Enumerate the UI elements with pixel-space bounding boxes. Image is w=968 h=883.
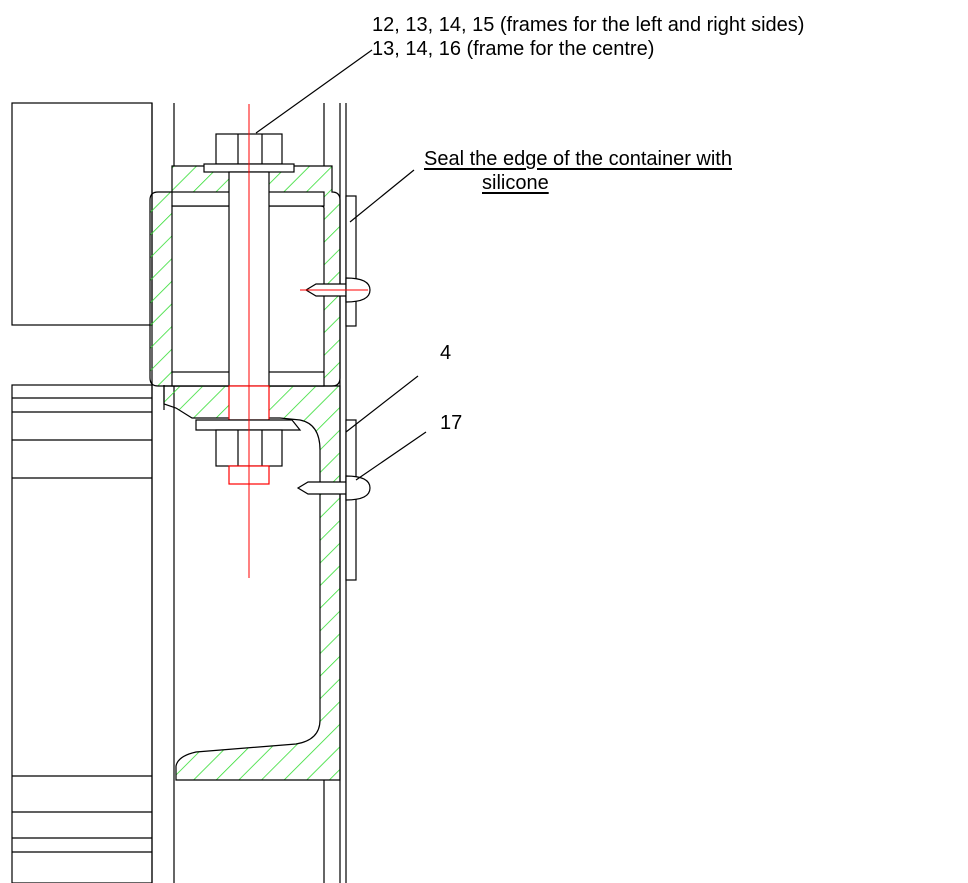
leader-lines [255,49,427,481]
left-upper-block [11,102,153,326]
callout-frames-centre: 13, 14, 16 (frame for the centre) [372,38,655,60]
callout-part-4: 4 [440,342,452,364]
bracket-profile [163,385,341,781]
screw-upper [300,277,371,303]
callout-part-17: 17 [440,412,463,434]
left-lower-block [11,384,153,883]
callout-frames-sides: 12, 13, 14, 15 (frames for the left and … [372,14,805,36]
callout-seal-line1: Seal the edge of the container with [424,148,732,170]
cover-plate [345,195,357,581]
screw-lower [296,475,371,501]
callout-seal-line2: silicone [482,172,549,194]
